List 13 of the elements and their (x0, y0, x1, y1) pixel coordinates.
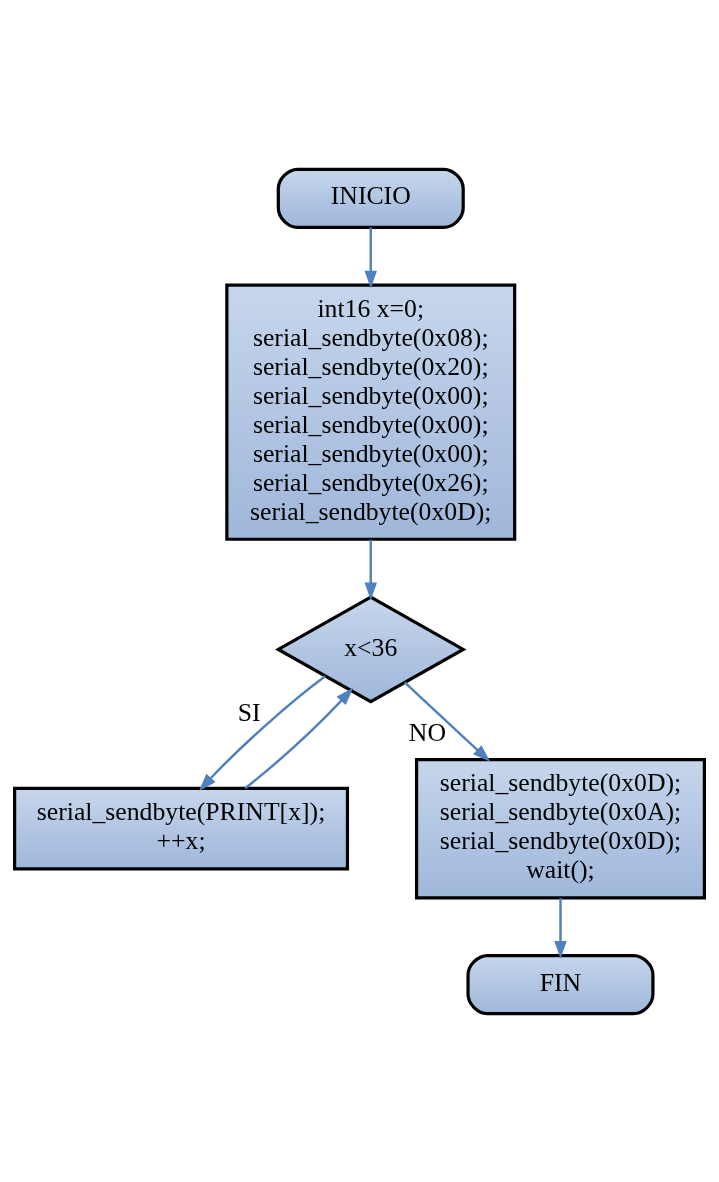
arrow (554, 897, 567, 959)
node-box: FIN (466, 953, 655, 1015)
arrow (364, 539, 377, 600)
arrow (364, 227, 377, 289)
arrow (403, 681, 491, 762)
arrow (244, 687, 354, 789)
edge-label: NO (408, 717, 447, 747)
arrow (198, 674, 326, 791)
node-box: serial_sendbyte(PRINT[x]); ++x; (13, 786, 350, 870)
node-box: INICIO (276, 167, 465, 229)
node-box: serial_sendbyte(0x0D); serial_sendbyte(0x0A); serial_sendbyte(0x0D); wait(); (414, 757, 706, 899)
edge-label: SI (237, 697, 261, 727)
node-box: int16 x=0; serial_sendbyte(0x08); serial_sendbyte(0x20); serial_sendbyte(0x00); serial_sendbyte(0x00); serial_sendbyte(0x00); serial_sendbyte(0x26); serial_sendbyte(0x0D); (225, 283, 517, 541)
